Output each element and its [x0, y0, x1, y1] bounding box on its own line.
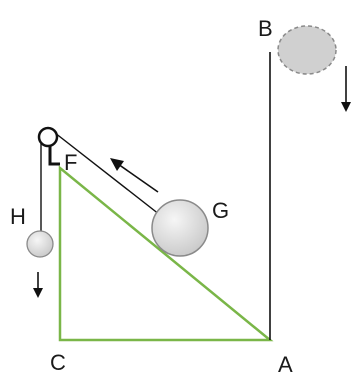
- arrow-up-incline-icon: [110, 158, 159, 193]
- label-f: F: [64, 150, 77, 175]
- arrow-down-b-icon: [341, 66, 351, 112]
- label-a: A: [278, 352, 293, 374]
- pulley-bracket: [48, 146, 60, 166]
- ghost-ball-b: [277, 25, 337, 75]
- label-b: B: [258, 16, 273, 41]
- ball-g: [151, 199, 209, 257]
- pulley-icon: [37, 126, 59, 148]
- label-g: G: [212, 198, 229, 223]
- label-c: C: [50, 350, 66, 374]
- label-h: H: [10, 204, 26, 229]
- incline-triangle: [58, 165, 274, 342]
- arrow-down-h-icon: [33, 272, 43, 298]
- ball-h: [26, 230, 54, 258]
